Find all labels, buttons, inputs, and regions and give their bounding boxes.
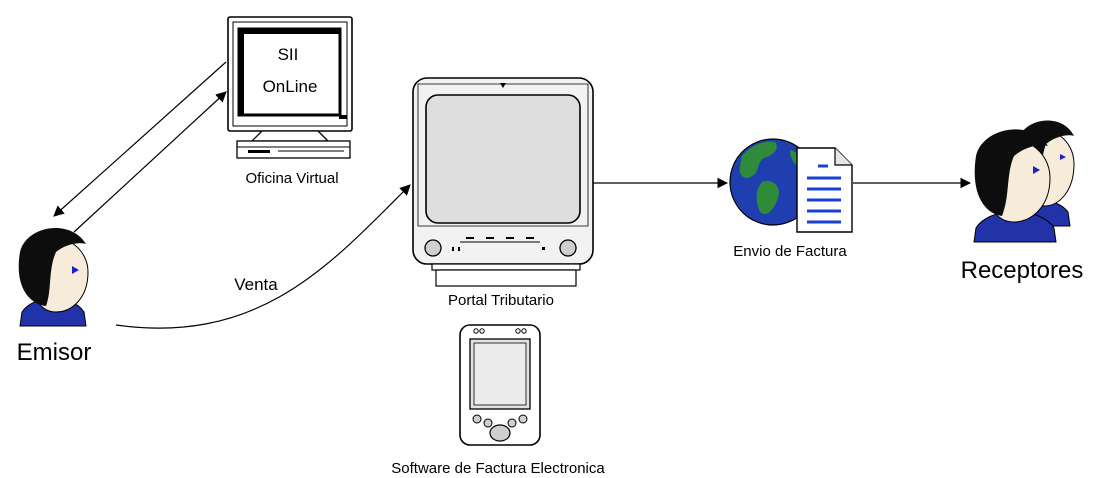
label-venta: Venta xyxy=(234,275,278,294)
label-receptores: Receptores xyxy=(961,257,1084,284)
emisor-person-icon xyxy=(18,228,89,327)
monitor-screen-line1: SII xyxy=(278,45,299,64)
label-portal-tributario: Portal Tributario xyxy=(448,292,554,309)
globe-icon xyxy=(729,138,817,226)
connector-oficina-to-emisor xyxy=(53,61,227,217)
monitor-screen-line2: OnLine xyxy=(263,77,318,96)
portal-monitor-icon xyxy=(412,77,594,287)
invoice-document-icon xyxy=(796,147,853,233)
receptor-person-front-icon xyxy=(973,129,1057,243)
desktop-computer-icon xyxy=(227,16,353,159)
label-emisor: Emisor xyxy=(17,339,92,366)
pda-device-icon xyxy=(459,324,541,446)
label-envio-factura: Envio de Factura xyxy=(733,243,847,260)
connector-emisor-to-oficina xyxy=(73,91,227,233)
connector-venta-curve xyxy=(115,184,411,329)
label-oficina-virtual: Oficina Virtual xyxy=(245,170,338,187)
label-software-factura: Software de Factura Electronica xyxy=(391,460,605,477)
